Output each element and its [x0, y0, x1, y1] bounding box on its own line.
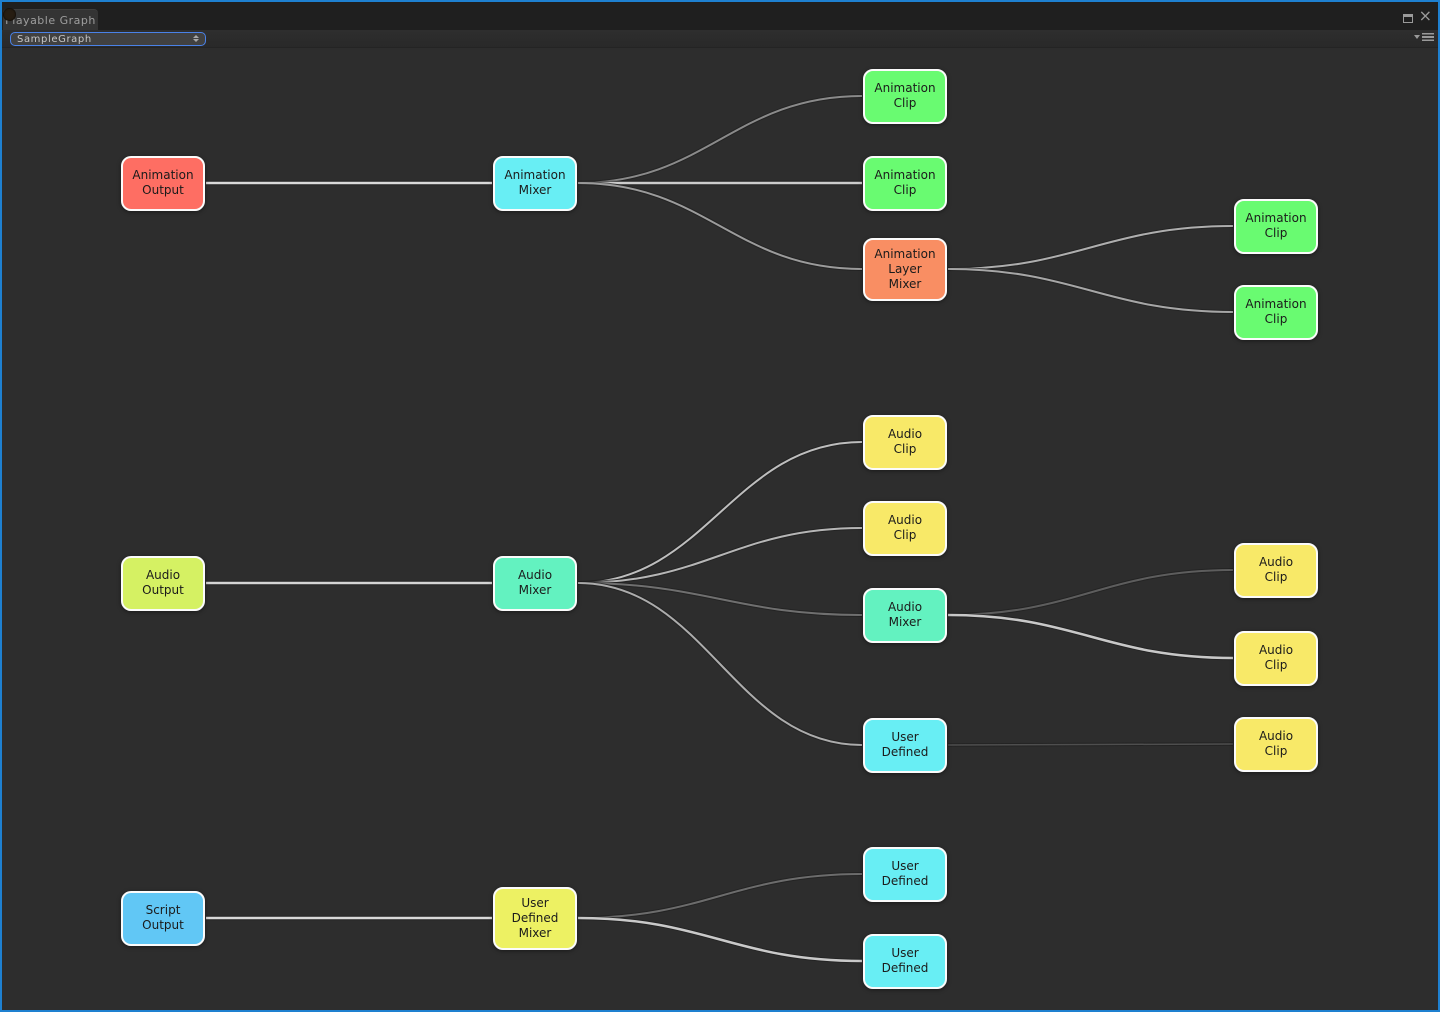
node-label: User Defined Mixer — [511, 895, 559, 940]
node-user-defined-2[interactable]: User Defined — [863, 846, 947, 902]
node-audio-clip-3[interactable]: Audio Clip — [1234, 542, 1318, 598]
node-label: Audio Clip — [887, 513, 923, 542]
graph-edge — [947, 225, 1234, 270]
close-icon[interactable]: × — [1418, 6, 1432, 25]
graph-edge — [577, 182, 863, 270]
graph-edge — [577, 441, 863, 584]
node-label: Animation Clip — [1245, 297, 1307, 326]
node-animation-clip-4[interactable]: Animation Clip — [1234, 284, 1318, 340]
tab-bar: Playable Graph × — [2, 2, 1438, 30]
toolbar: SampleGraph — [2, 30, 1438, 48]
node-animation-clip-1[interactable]: Animation Clip — [863, 68, 947, 124]
node-audio-output[interactable]: Audio Output — [121, 555, 205, 611]
tab-playable-graph[interactable]: Playable Graph — [3, 9, 98, 30]
node-audio-clip-5[interactable]: Audio Clip — [1234, 716, 1318, 772]
node-label: Animation Clip — [874, 81, 936, 110]
node-label: Audio Clip — [1258, 729, 1294, 758]
node-label: Animation Layer Mixer — [874, 246, 936, 291]
node-audio-clip-1[interactable]: Audio Clip — [863, 414, 947, 470]
node-label: Audio Mixer — [517, 568, 553, 597]
graph-edge — [577, 527, 863, 584]
node-label: Animation Mixer — [504, 168, 566, 197]
node-audio-mixer[interactable]: Audio Mixer — [493, 555, 577, 611]
node-audio-clip-4[interactable]: Audio Clip — [1234, 630, 1318, 686]
node-label: User Defined — [881, 730, 929, 759]
node-label: User Defined — [881, 859, 929, 888]
graph-edge — [577, 582, 863, 746]
maximize-icon[interactable] — [1402, 13, 1413, 23]
graph-edge — [947, 569, 1234, 616]
menu-bars-icon — [1422, 33, 1434, 41]
node-label: Script Output — [142, 903, 184, 932]
node-audio-mixer-2[interactable]: Audio Mixer — [863, 587, 947, 643]
graph-edge — [577, 916, 863, 963]
node-script-output[interactable]: Script Output — [121, 890, 205, 946]
graph-selector-value: SampleGraph — [17, 33, 92, 45]
node-animation-layer-mixer[interactable]: Animation Layer Mixer — [863, 237, 947, 301]
node-label: Animation Clip — [874, 168, 936, 197]
graph-selector-dropdown[interactable]: SampleGraph — [10, 32, 206, 46]
node-label: Audio Output — [142, 568, 184, 597]
graph-edge — [947, 613, 1234, 660]
tab-title: Playable Graph — [5, 13, 96, 27]
node-user-defined-mixer[interactable]: User Defined Mixer — [493, 886, 577, 950]
node-user-defined-1[interactable]: User Defined — [863, 717, 947, 773]
node-label: Audio Clip — [1258, 555, 1294, 584]
node-user-defined-3[interactable]: User Defined — [863, 933, 947, 989]
node-animation-clip-3[interactable]: Animation Clip — [1234, 198, 1318, 254]
graph-edge — [577, 582, 863, 616]
dropdown-arrows-icon — [193, 35, 199, 42]
node-label: Animation Clip — [1245, 211, 1307, 240]
node-animation-mixer[interactable]: Animation Mixer — [493, 155, 577, 211]
context-menu-icon[interactable] — [1414, 33, 1434, 41]
node-animation-clip-2[interactable]: Animation Clip — [863, 155, 947, 211]
node-label: Audio Clip — [1258, 643, 1294, 672]
cursor-dot-icon — [3, 8, 16, 21]
graph-edge — [947, 743, 1234, 746]
node-label: Animation Output — [132, 168, 194, 197]
node-animation-output[interactable]: Animation Output — [121, 155, 205, 211]
graph-edge — [577, 873, 863, 919]
graph-edge — [577, 95, 863, 184]
menu-triangle-icon — [1414, 35, 1420, 39]
node-label: Audio Clip — [887, 427, 923, 456]
node-audio-clip-2[interactable]: Audio Clip — [863, 500, 947, 556]
graph-edge — [947, 268, 1234, 313]
node-label: Audio Mixer — [887, 600, 923, 629]
node-label: User Defined — [881, 946, 929, 975]
